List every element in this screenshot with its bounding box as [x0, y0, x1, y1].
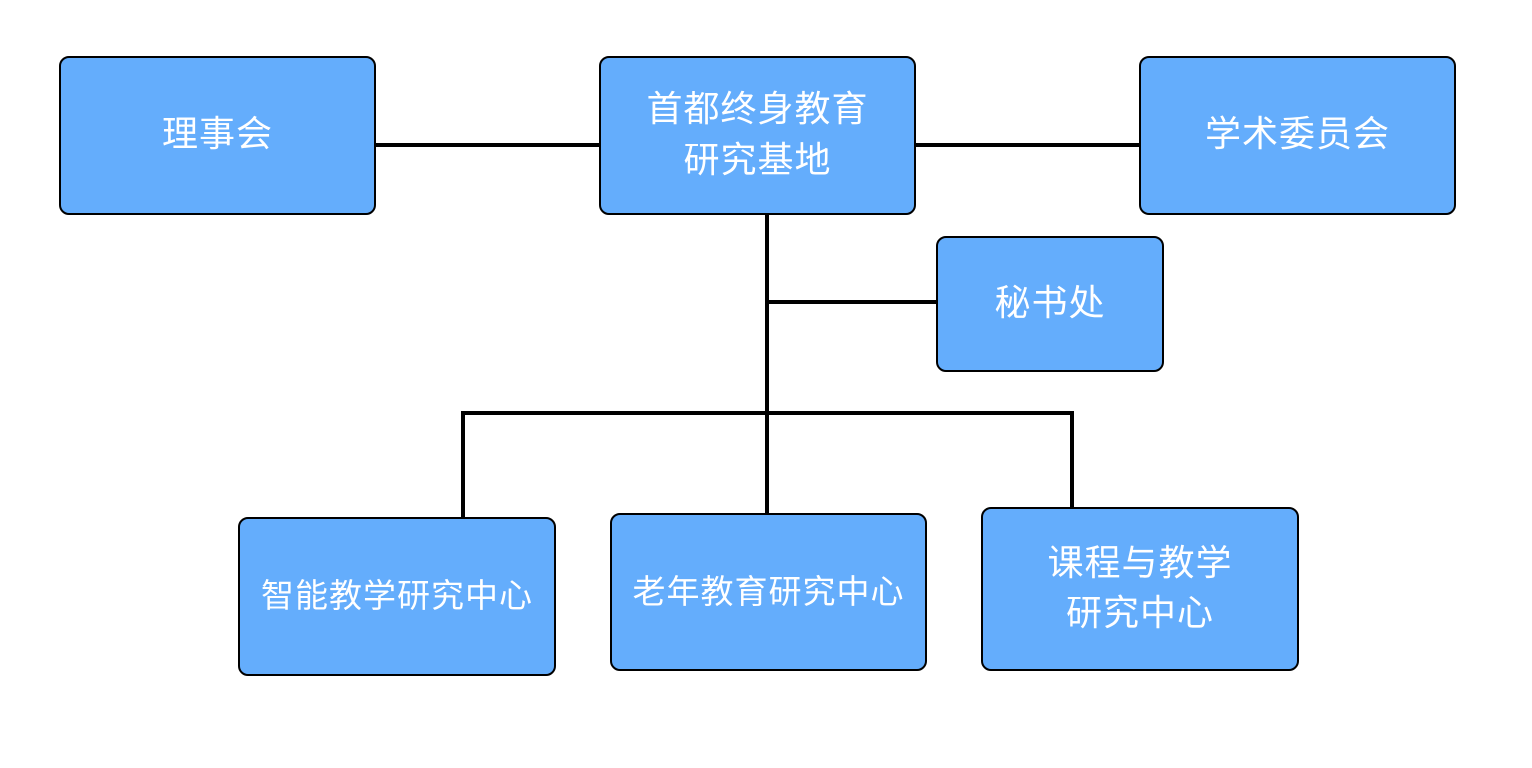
connector-trunk-secretariat	[765, 300, 938, 304]
connector-branch-smart-teaching	[461, 411, 465, 518]
node-secretariat: 秘书处	[936, 236, 1164, 372]
connector-root-trunk	[765, 213, 769, 415]
node-elderly-education-center: 老年教育研究中心	[610, 513, 927, 671]
connector-branch-elderly-education	[765, 411, 769, 514]
connector-root-academic-committee	[914, 143, 1140, 147]
connector-branch-curriculum-teaching	[1070, 411, 1074, 508]
node-curriculum-teaching-center: 课程与教学 研究中心	[981, 507, 1299, 671]
node-council: 理事会	[59, 56, 376, 215]
node-root: 首都终身教育 研究基地	[599, 56, 916, 215]
node-academic-committee: 学术委员会	[1139, 56, 1456, 215]
node-smart-teaching-center: 智能教学研究中心	[238, 517, 556, 676]
connector-council-root	[375, 143, 600, 147]
